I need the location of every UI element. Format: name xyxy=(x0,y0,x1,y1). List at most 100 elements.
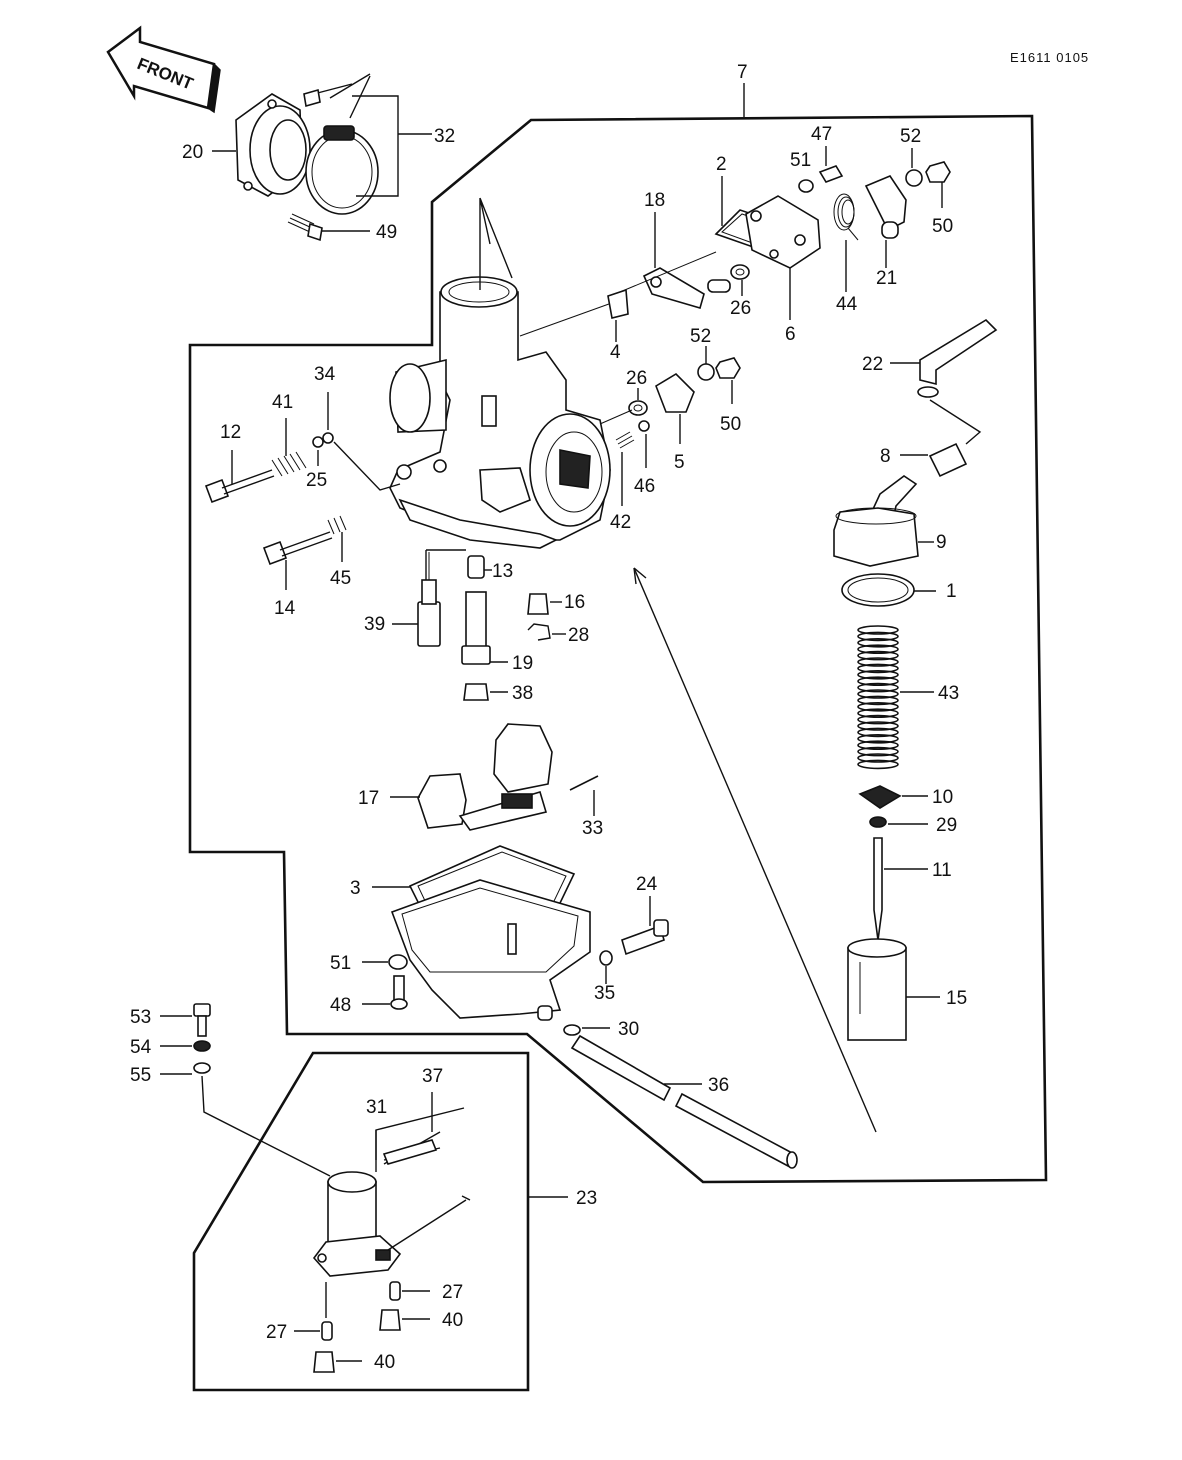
callout-50-mid: 50 xyxy=(720,414,741,435)
spring-41 xyxy=(271,451,307,477)
washer-26-upper xyxy=(730,264,750,280)
o-ring-34 xyxy=(322,432,334,444)
float-pin-33 xyxy=(569,775,599,791)
return-spring-44 xyxy=(833,193,859,241)
spring-coil xyxy=(857,733,899,744)
wire-31 xyxy=(382,1139,438,1165)
mixing-chamber-top-9 xyxy=(833,475,919,567)
callout-26-upper: 26 xyxy=(730,298,751,319)
washer-54 xyxy=(193,1040,211,1052)
spring-coil xyxy=(857,663,899,674)
callout-35: 35 xyxy=(594,983,615,1004)
bowl-screw-48 xyxy=(390,975,408,1010)
callout-51-lower: 51 xyxy=(330,953,351,974)
o-ring-35 xyxy=(599,950,613,966)
spring-coil xyxy=(857,695,899,706)
screw-49 xyxy=(287,213,323,242)
callout-17: 17 xyxy=(358,788,379,809)
spring-coil xyxy=(857,637,899,648)
spring-coil xyxy=(857,721,899,731)
hose-clamp xyxy=(303,83,379,215)
callout-42: 42 xyxy=(610,512,631,533)
spring-42 xyxy=(615,431,635,449)
callout-40-left: 40 xyxy=(374,1352,395,1373)
callout-29: 29 xyxy=(936,815,957,836)
callout-46: 46 xyxy=(634,476,655,497)
callout-1: 1 xyxy=(946,581,957,602)
callout-13: 13 xyxy=(492,561,513,582)
spring-coil xyxy=(857,682,899,693)
callout-19: 19 xyxy=(512,653,533,674)
callout-49: 49 xyxy=(376,222,397,243)
throttle-plate-5 xyxy=(655,372,695,413)
bolt-53 xyxy=(193,1003,211,1037)
solenoid-valve-23 xyxy=(312,1171,402,1277)
spring-coil xyxy=(857,746,899,757)
hose-clip-30 xyxy=(563,1024,581,1036)
spring-coil xyxy=(857,753,899,763)
slide-spring-43 xyxy=(857,625,899,770)
callout-26-mid: 26 xyxy=(626,368,647,389)
cap-8 xyxy=(928,442,968,478)
callout-20: 20 xyxy=(182,142,203,163)
callout-27-right: 27 xyxy=(442,1282,463,1303)
main-jet-38 xyxy=(463,683,489,701)
front-arrow-icon: FRONT xyxy=(106,25,221,114)
callout-50-upper: 50 xyxy=(932,216,953,237)
callout-44: 44 xyxy=(836,294,858,315)
idle-screw-14 xyxy=(262,531,333,566)
spring-coil xyxy=(857,740,899,751)
callout-6: 6 xyxy=(785,324,796,345)
drain-hose-36 xyxy=(570,1034,798,1169)
spring-coil xyxy=(857,727,899,738)
callout-16: 16 xyxy=(564,592,585,613)
lever-part-4 xyxy=(607,288,629,319)
spring-coil xyxy=(857,759,899,770)
bolt-47 xyxy=(818,165,844,183)
callout-38: 38 xyxy=(512,683,533,704)
callout-14: 14 xyxy=(274,598,296,619)
washer-25 xyxy=(312,436,324,448)
float-17 xyxy=(417,723,553,831)
callout-22: 22 xyxy=(862,354,883,375)
throttle-slide-15 xyxy=(847,938,907,1041)
nut-50-mid xyxy=(715,357,741,379)
o-ring-1 xyxy=(841,573,915,607)
lever-bracket-21 xyxy=(864,175,907,239)
washer-51-upper xyxy=(798,179,814,193)
spring-coil xyxy=(857,631,899,642)
callout-51-upper: 51 xyxy=(790,150,811,171)
callout-labels: 7 20 32 49 18 2 51 47 52 50 21 44 26 6 4… xyxy=(130,62,967,1373)
callout-27-left: 27 xyxy=(266,1322,287,1343)
callout-21: 21 xyxy=(876,268,897,289)
callout-30: 30 xyxy=(618,1019,639,1040)
washer-26-mid xyxy=(628,400,648,416)
callout-52-mid: 52 xyxy=(690,326,711,347)
top-cover-6 xyxy=(745,195,821,269)
callout-41: 41 xyxy=(272,392,293,413)
callout-39: 39 xyxy=(364,614,385,635)
washer-52-mid xyxy=(697,363,715,381)
spring-coil xyxy=(857,657,899,667)
plug-40-left xyxy=(313,1351,335,1373)
callout-3: 3 xyxy=(350,878,361,899)
callout-15: 15 xyxy=(946,988,967,1009)
nut-50-upper xyxy=(925,161,951,183)
float-valve-16 xyxy=(527,593,549,615)
callout-2: 2 xyxy=(716,154,727,175)
callout-8: 8 xyxy=(880,446,891,467)
callout-12: 12 xyxy=(220,422,241,443)
callout-47: 47 xyxy=(811,124,832,145)
callout-55: 55 xyxy=(130,1065,151,1086)
spring-coil xyxy=(857,669,899,680)
main-jet-holder-19 xyxy=(461,591,491,665)
plug-40-right xyxy=(379,1309,401,1331)
needle-clip-29 xyxy=(869,816,887,828)
spring-coil xyxy=(857,650,899,661)
pilot-jet-13 xyxy=(467,555,485,579)
float-bowl xyxy=(390,879,591,1021)
carburetor-body xyxy=(389,276,611,549)
callout-5: 5 xyxy=(674,452,685,473)
assembly-boundary-23 xyxy=(192,1051,530,1392)
